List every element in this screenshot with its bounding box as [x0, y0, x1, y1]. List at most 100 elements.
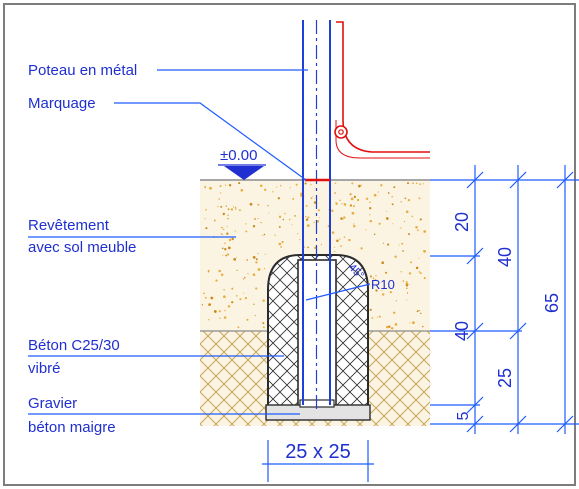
soil-speck [207, 269, 210, 272]
soil-speck [226, 232, 229, 235]
soil-speck [207, 271, 209, 273]
soil-speck [208, 318, 210, 321]
soil-speck [358, 184, 361, 188]
soil-speck [282, 218, 285, 221]
soil-speck [373, 233, 376, 235]
soil-speck [393, 186, 396, 189]
soil-speck [264, 188, 267, 191]
soil-speck [236, 269, 238, 271]
soil-speck [238, 209, 241, 212]
soil-speck [318, 217, 320, 219]
soil-speck [422, 183, 424, 185]
soil-speck [412, 182, 414, 185]
soil-speck [419, 183, 422, 185]
soil-speck [288, 218, 291, 221]
soil-speck [369, 219, 373, 223]
soil-speck [220, 273, 224, 277]
soil-speck [334, 192, 336, 194]
soil-speck [223, 316, 227, 319]
soil-speck [209, 186, 212, 190]
soil-speck [234, 206, 237, 209]
soil-speck [391, 196, 393, 198]
dim-65: 65 [542, 293, 562, 313]
soil-speck [219, 185, 222, 188]
soil-speck [385, 271, 388, 274]
soil-speck [238, 182, 241, 185]
soil-speck [339, 238, 341, 240]
soil-speck [348, 238, 351, 242]
soil-speck [233, 258, 237, 261]
soil-speck [257, 268, 261, 271]
soil-speck [353, 224, 356, 228]
soil-speck [262, 322, 265, 325]
soil-speck [402, 250, 404, 252]
soil-speck [226, 226, 228, 228]
soil-speck [305, 215, 307, 218]
dim-5: 5 [455, 411, 472, 420]
soil-speck [356, 198, 360, 202]
soil-speck [259, 184, 263, 188]
soil-speck [213, 310, 217, 313]
soil-speck [255, 258, 258, 261]
soil-speck [385, 210, 388, 212]
soil-speck [369, 207, 372, 210]
soil-speck [204, 186, 207, 189]
red-guardrail-inner [335, 120, 430, 159]
soil-speck [381, 289, 383, 291]
soil-speck [225, 254, 228, 257]
soil-speck [246, 259, 248, 261]
soil-speck [371, 317, 374, 319]
soil-speck [205, 208, 207, 211]
soil-speck [220, 205, 223, 208]
soil-speck [331, 209, 334, 213]
soil-speck [405, 281, 408, 283]
soil-speck [262, 234, 264, 237]
soil-speck [333, 246, 335, 248]
soil-speck [224, 309, 226, 312]
soil-speck [404, 221, 406, 223]
soil-speck [410, 261, 413, 264]
soil-speck [313, 221, 315, 224]
soil-speck [419, 272, 422, 275]
soil-speck [245, 230, 248, 233]
soil-speck [392, 311, 396, 315]
soil-speck [407, 198, 411, 202]
soil-speck [331, 231, 335, 234]
soil-speck [352, 205, 355, 208]
soil-speck [320, 243, 323, 246]
soil-speck [277, 197, 280, 200]
radius-label: R10 [371, 277, 395, 292]
soil-speck [235, 208, 237, 210]
soil-speck [310, 197, 313, 200]
soil-speck [231, 237, 234, 241]
soil-speck [274, 234, 276, 236]
soil-speck [262, 326, 265, 329]
soil-speck [278, 242, 282, 246]
soil-speck [223, 295, 226, 299]
soil-speck [305, 218, 309, 221]
soil-speck [418, 309, 420, 312]
soil-speck [408, 233, 410, 236]
soil-speck [218, 310, 221, 313]
soil-speck [365, 197, 369, 200]
soil-speck [387, 243, 390, 246]
soil-speck [225, 205, 227, 207]
soil-speck [280, 246, 282, 248]
soil-speck [388, 325, 391, 328]
soil-speck [254, 315, 256, 317]
red-guardrail [336, 21, 430, 153]
soil-speck [289, 187, 291, 189]
level-label: ±0.00 [220, 147, 257, 164]
label-marking: Marquage [28, 95, 96, 112]
soil-speck [411, 215, 414, 218]
soil-speck [220, 232, 222, 235]
soil-speck [242, 278, 245, 280]
soil-speck [394, 255, 397, 258]
marking-bolt [334, 125, 348, 139]
soil-speck [218, 198, 220, 200]
soil-speck [417, 229, 419, 232]
soil-speck [305, 204, 308, 207]
soil-speck [252, 273, 256, 277]
soil-speck [254, 218, 256, 220]
